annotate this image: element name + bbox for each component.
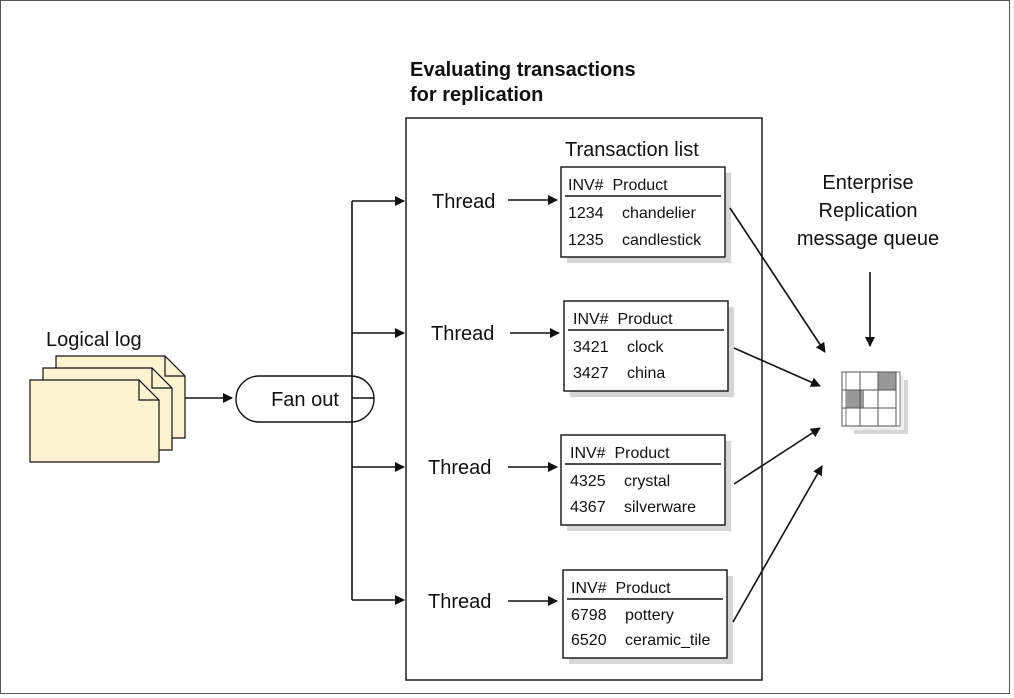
message-queue-icon	[841, 371, 908, 434]
table-header: INV# Product	[568, 177, 668, 194]
row-inv: 6520	[571, 632, 607, 649]
transaction-table	[562, 569, 728, 659]
queue-arrow-2	[733, 347, 821, 387]
row-product: pottery	[625, 607, 674, 624]
queue-label-line2: Replication	[819, 200, 918, 222]
row-product: chandelier	[622, 205, 697, 222]
row-inv: 4367	[570, 499, 606, 516]
thread-group-2: Thread INV# Product 3421 clock 3427 chin…	[431, 300, 734, 397]
row-inv: 3421	[573, 339, 609, 356]
queue-label-line1: Enterprise	[822, 172, 913, 194]
table-header: INV# Product	[573, 311, 673, 328]
transaction-table	[560, 166, 726, 258]
queue-arrow-3	[733, 427, 821, 485]
queue-arrow-1	[729, 207, 826, 353]
fanout-label: Fan out	[271, 389, 339, 411]
row-inv: 3427	[573, 365, 609, 382]
logical-log-label: Logical log	[46, 329, 142, 351]
thread-group-3: Thread INV# Product 4325 crystal 4367 si…	[428, 434, 731, 531]
row-product: silverware	[624, 499, 696, 516]
transaction-table	[560, 434, 726, 526]
queue-label-line3: message queue	[797, 228, 939, 250]
thread-label: Thread	[428, 591, 491, 613]
row-product: candlestick	[622, 232, 702, 249]
row-product: clock	[627, 339, 664, 356]
row-inv: 1235	[568, 232, 604, 249]
row-product: crystal	[624, 473, 670, 490]
diagram-title-line2: for replication	[410, 84, 543, 106]
row-product: china	[627, 365, 665, 382]
diagram-title-line1: Evaluating transactions	[410, 59, 636, 81]
table-header: INV# Product	[570, 445, 670, 462]
thread-label: Thread	[431, 323, 494, 345]
row-product: ceramic_tile	[625, 632, 710, 649]
fanout-node	[235, 375, 375, 423]
thread-group-1: Thread INV# Product 1234 chandelier 1235…	[432, 166, 731, 263]
thread-label: Thread	[428, 457, 491, 479]
table-header: INV# Product	[571, 580, 671, 597]
logical-log-icon	[29, 355, 186, 463]
row-inv: 1234	[568, 205, 604, 222]
row-inv: 6798	[571, 607, 607, 624]
queue-arrow-4	[732, 465, 823, 623]
thread-group-4: Thread INV# Product 6798 pottery 6520 ce…	[428, 569, 733, 664]
thread-label: Thread	[432, 191, 495, 213]
row-inv: 4325	[570, 473, 606, 490]
transaction-list-caption: Transaction list	[565, 139, 699, 161]
transaction-table	[563, 300, 729, 392]
